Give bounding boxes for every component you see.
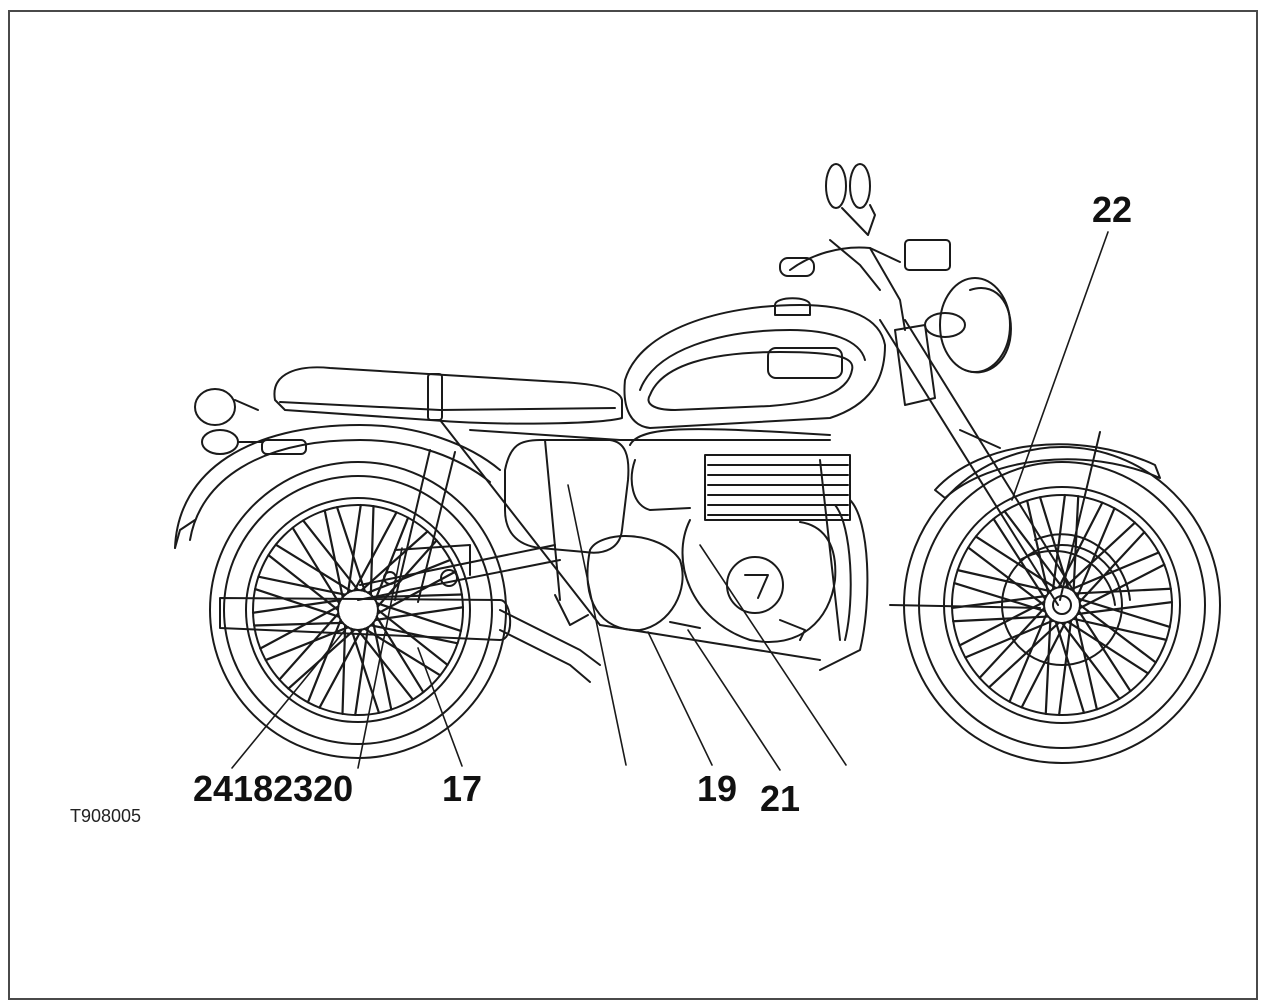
spoke [337,507,365,591]
spoke [953,617,1048,622]
spoke [279,613,338,679]
spoke [351,629,379,713]
spoke [255,589,339,617]
callout-22: 22 [1092,189,1133,230]
spoke [371,506,374,595]
figure-reference: T908005 [70,806,142,826]
spoke [254,623,343,626]
spoke [1080,532,1145,602]
engine [587,429,850,642]
spoke [377,617,424,692]
spoke [348,505,361,593]
leader-line-21 [688,630,780,770]
exhaust [220,500,867,682]
seat [274,367,622,423]
rear-wheel [210,462,506,758]
frame-tubes [440,420,840,660]
spoke [343,625,346,714]
spoke [258,577,345,595]
spoke [365,629,440,676]
spoke [958,570,1051,591]
spoke [989,623,1059,688]
spoke [960,602,1045,645]
side-panel [505,440,628,553]
fuel-tank [624,298,885,428]
callout-19: 19 [697,768,738,809]
spoke [373,623,391,710]
spoke [1005,511,1062,587]
spoke [1076,617,1097,710]
spoke [980,608,1045,678]
spoke [968,548,1044,605]
spoke [1071,553,1159,590]
handlebars [780,164,905,330]
spoke [303,520,358,590]
spoke [1074,619,1167,640]
spoke [1059,621,1071,715]
rear-fender [175,425,500,548]
spoke [293,528,340,603]
spoke [1074,496,1079,591]
front-wheel [904,447,1220,763]
spoke [1056,622,1084,713]
leader-line-17 [418,648,462,766]
spoke [368,560,450,593]
spoke [1078,508,1115,596]
spoke [1080,605,1156,662]
spoke [1022,623,1065,708]
spoke [1046,619,1051,714]
spoke [1027,501,1048,594]
spoke [378,610,448,665]
brake-disc [1020,534,1130,605]
front-wheel-spokes [952,495,1172,715]
spoke [375,518,408,600]
spoke [954,583,1045,611]
spoke [1062,623,1119,699]
spoke [378,540,437,606]
spoke [276,545,351,592]
foot-pegs [555,595,805,640]
front-fender [890,432,1160,608]
spoke [1053,495,1065,589]
leader-line-23 [568,485,626,765]
leader-line-24 [232,630,345,768]
spoke [355,627,368,715]
callout-17: 17 [442,768,483,809]
leader-line-20 [700,545,846,765]
spoke [375,607,463,620]
leader-lines [232,232,1108,770]
spoke [1080,565,1165,608]
spoke [325,510,343,597]
spoke [268,555,338,610]
spoke [253,600,341,613]
spoke [358,630,413,700]
spoke [1068,622,1148,674]
spoke [260,607,338,649]
spoke [373,595,462,598]
spoke [1079,611,1131,691]
leader-line-19 [648,632,712,765]
spoke [1078,602,1172,614]
spoke [319,630,361,708]
spoke [994,519,1046,599]
callout-24182320: 24182320 [193,768,354,809]
spoke [965,621,1053,658]
spoke [1079,599,1170,627]
leader-line-18 [358,548,402,768]
rear-indicators [195,389,262,454]
spoke [1065,523,1135,588]
spoke [1076,589,1171,594]
spoke [1010,614,1047,702]
rear-suspension [358,450,560,602]
spoke [355,512,397,590]
leader-line-22 [1012,232,1108,500]
spoke [361,531,427,590]
callout-21: 21 [760,778,801,819]
headlight [905,240,1011,372]
